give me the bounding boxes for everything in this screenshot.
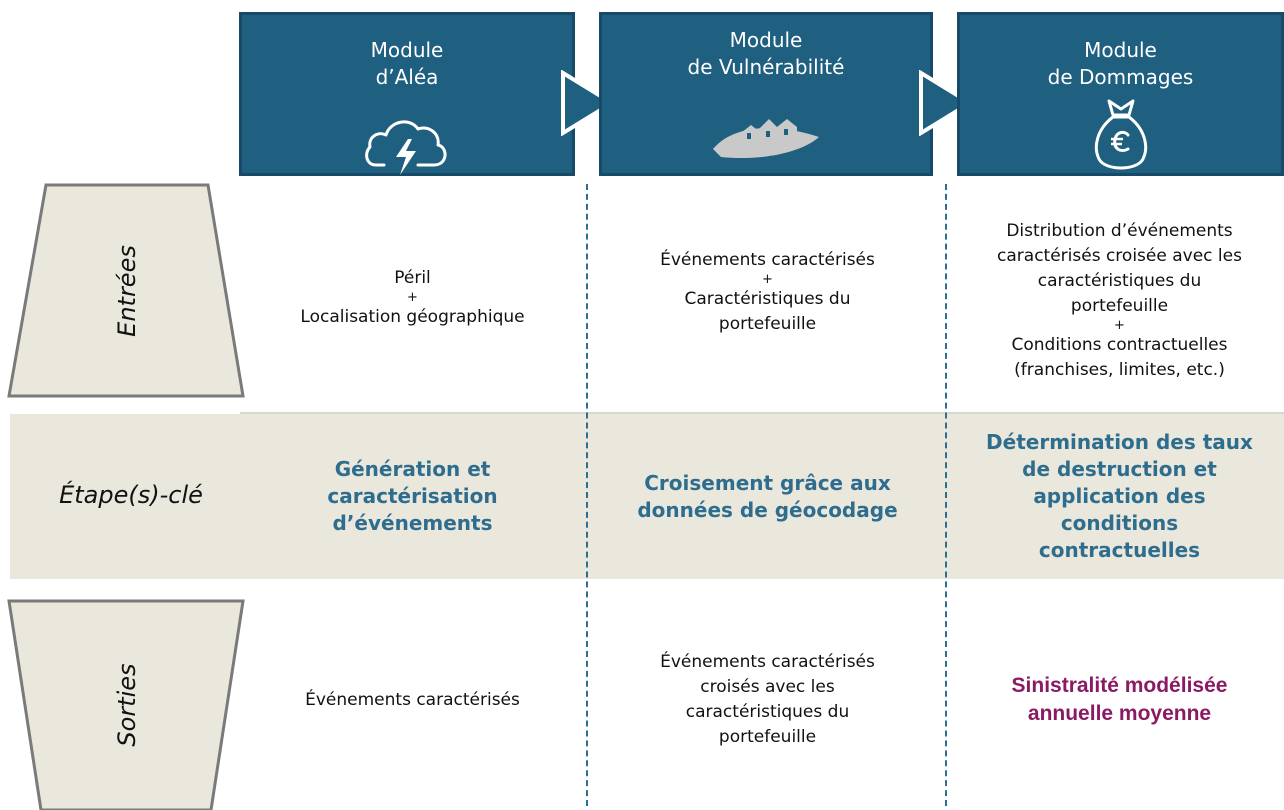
entrees-col2-plus: +	[762, 271, 773, 287]
entrees-col3-line5: Conditions contractuelles	[1011, 335, 1228, 355]
sorties-col2-line1: Événements caractérisés	[660, 652, 875, 672]
arrow-right-icon-2	[919, 70, 974, 136]
entrees-col1: Péril + Localisation géographique	[245, 192, 580, 404]
etapes-col3-line5: contractuelles	[1038, 538, 1201, 562]
etapes-col3-line3: application des	[1033, 484, 1206, 508]
etapes-col3: Détermination des taux de destruction et…	[955, 409, 1284, 584]
etapes-col1-line3: d’événements	[332, 511, 493, 535]
sorties-col1-line1: Événements caractérisés	[305, 689, 520, 710]
sorties-col3-line1: Sinistralité modélisée	[1011, 674, 1228, 697]
module-dommages-line1: Module	[1084, 38, 1157, 62]
entrees-col2-line2: Caractéristiques du	[684, 288, 851, 309]
module-vulnerabilite: Module de Vulnérabilité	[599, 12, 933, 176]
module-alea-line1: Module	[370, 38, 444, 62]
etapes-col3-line2: de destruction et	[1022, 457, 1217, 481]
village-hill-icon	[713, 119, 819, 159]
entrees-col3-line6: (franchises, limites, etc.)	[1014, 360, 1225, 380]
sorties-col1: Événements caractérisés	[245, 600, 580, 800]
entrees-col1-line1: Péril	[394, 268, 431, 288]
entrees-col3: Distribution d’événements caractérisés c…	[955, 195, 1284, 407]
entrees-col2: Événements caractérisés + Caractéristiqu…	[600, 192, 935, 392]
etapes-col2-line2: données de géocodage	[637, 497, 898, 522]
entrees-col3-line2: caractérisés croisée avec les	[997, 246, 1242, 266]
column-separator-1	[586, 184, 588, 806]
entrees-col3-line1: Distribution d’événements	[1006, 221, 1233, 241]
etapes-col3-line4: conditions	[1060, 511, 1179, 535]
sorties-col3-line2: annuelle moyenne	[1027, 702, 1212, 725]
etapes-col1-line2: caractérisation	[327, 484, 498, 508]
etapes-col2: Croisement grâce aux données de géocodag…	[600, 414, 935, 579]
entrees-col2-line3: portefeuille	[718, 313, 817, 334]
module-alea-line2: d’Aléa	[375, 65, 439, 89]
etapes-col2-line1: Croisement grâce aux	[644, 470, 891, 495]
entrees-col3-line3: caractéristiques du	[1037, 271, 1202, 291]
row-header-entrees-shape	[7, 183, 245, 398]
module-dommages: Module de Dommages	[957, 12, 1284, 176]
module-alea: Module d’Aléa	[239, 12, 575, 176]
entrees-col3-plus: +	[1114, 318, 1125, 333]
sorties-col3: Sinistralité modélisée annuelle moyenne	[955, 600, 1284, 800]
row-header-sorties-shape	[7, 599, 245, 810]
sorties-col2-line2: croisés avec les	[700, 677, 835, 697]
sorties-col2-line4: portefeuille	[718, 727, 817, 747]
etapes-col1-line1: Génération et	[334, 457, 491, 481]
arrow-right-icon	[561, 70, 616, 136]
etapes-col3-line1: Détermination des taux	[986, 430, 1253, 454]
band-top-edge	[240, 412, 1284, 414]
etapes-col1: Génération et caractérisation d’événemen…	[245, 414, 580, 579]
entrees-col1-line2: Localisation géographique	[300, 307, 525, 327]
sorties-col2-line3: caractéristiques du	[685, 702, 850, 722]
storm-cloud-icon	[365, 120, 447, 175]
row-label-entrees: Entrées	[113, 245, 141, 337]
module-vulnerabilite-line2: de Vulnérabilité	[687, 55, 845, 79]
row-label-sorties: Sorties	[113, 663, 141, 747]
module-dommages-line2: de Dommages	[1047, 65, 1194, 89]
sorties-col2: Événements caractérisés croisés avec les…	[600, 600, 935, 800]
key-steps-band	[10, 414, 1284, 579]
entrees-col3-line4: portefeuille	[1070, 296, 1169, 316]
money-bag-euro-icon	[1094, 99, 1147, 170]
entrees-col2-line1: Événements caractérisés	[660, 249, 875, 270]
column-separator-2	[945, 184, 947, 806]
entrees-col1-plus: +	[407, 290, 418, 305]
row-label-etapes: Étape(s)-clé	[59, 481, 203, 509]
module-vulnerabilite-line1: Module	[729, 28, 803, 52]
